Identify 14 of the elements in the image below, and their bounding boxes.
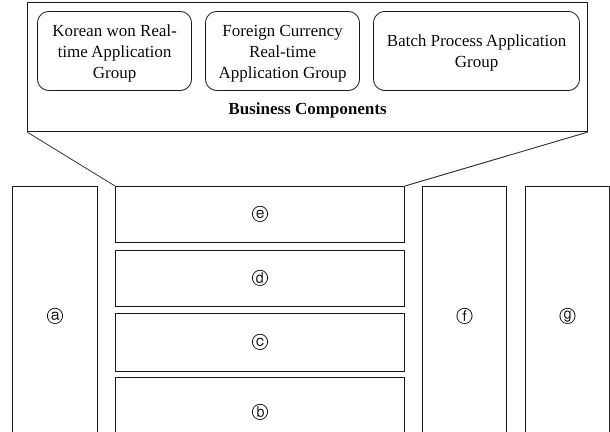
layer-box: ⓖ [525, 186, 610, 432]
connector-line [26, 132, 116, 186]
layer-box: ⓕ [422, 186, 507, 432]
component-box: Korean won Real-time Application Group [37, 11, 192, 91]
layer-box: ⓒ [115, 313, 405, 372]
group-panel [27, 2, 588, 132]
connector-line [404, 132, 588, 186]
layer-box: ⓐ [12, 186, 98, 432]
component-box: Foreign Currency Real-time Application Group [205, 11, 360, 91]
layer-box: ⓑ [115, 377, 405, 432]
component-box: Batch Process Application Group [373, 11, 580, 91]
layer-box: ⓓ [115, 250, 405, 307]
group-title: Business Components [228, 98, 387, 119]
layer-box: ⓔ [115, 186, 405, 243]
